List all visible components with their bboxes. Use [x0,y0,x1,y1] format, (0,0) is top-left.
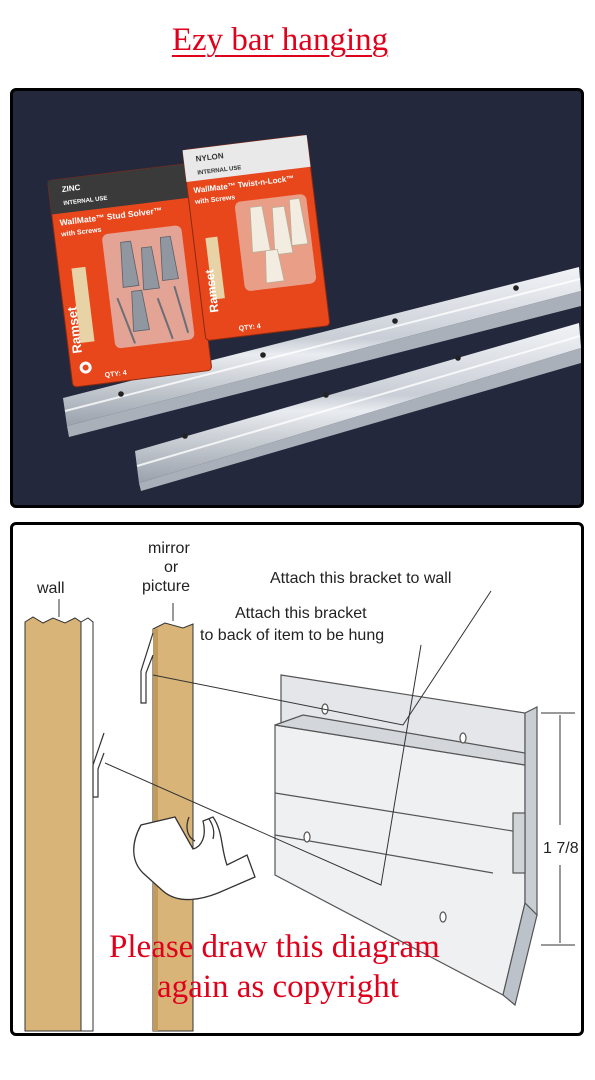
pack2-material: NYLON [195,151,224,163]
wall-bracket-label: Attach this bracket to wall [270,570,451,587]
item-bracket-label-line1: Attach this bracket [235,605,367,622]
copyright-note-line2: again as copyright [157,969,399,1005]
wallmate-stud-solver-pack: ZINC INTERNAL USE WallMate™ Stud Solver™… [47,163,212,388]
pack2-company: Ramset [202,269,221,314]
hanging-diagram: wall mirror or picture [10,522,584,1036]
pack1-use: INTERNAL USE [63,196,108,207]
pack1-material: ZINC [61,183,81,194]
pack1-company: Ramset [64,305,85,354]
copyright-note-line1: Please draw this diagram [109,929,440,965]
pack2-use: INTERNAL USE [197,165,242,176]
hand-illustration [133,816,256,901]
item-bracket-label-line2: to back of item to be hung [200,627,384,644]
picture-label: picture [142,578,190,595]
pack2-qty: QTY: 4 [238,323,261,333]
pack1-qty: QTY: 4 [104,370,127,380]
large-bracket-drawing [274,674,538,1007]
wall-label: wall [36,580,65,597]
aluminium-bar-lower [135,323,581,491]
or-label: or [164,559,179,576]
mirror-label: mirror [148,540,190,557]
aluminium-bar-upper [63,267,581,437]
wall-section [24,616,94,1032]
product-photo: ZINC INTERNAL USE WallMate™ Stud Solver™… [10,88,584,508]
page-title: Ezy bar hanging [171,22,389,58]
wallmate-twist-n-lock-pack: NYLON INTERNAL USE WallMate™ Twist-n-Loc… [182,134,331,341]
dimension-marker [541,712,575,946]
item-bracket [140,632,154,704]
wall-bracket [92,732,105,798]
dimension-label: 1 7/8 [543,840,579,857]
